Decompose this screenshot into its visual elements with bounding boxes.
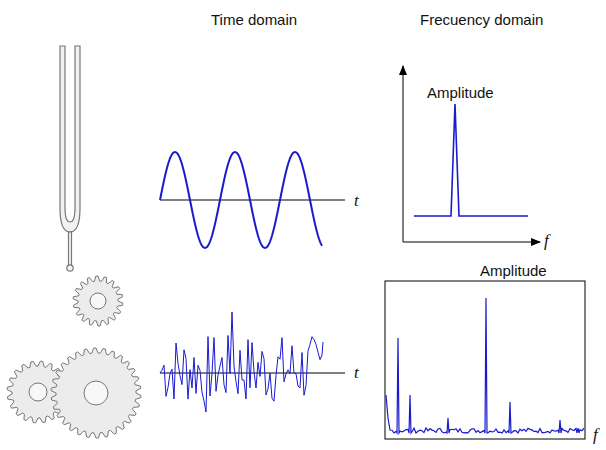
gears [7, 276, 141, 438]
gear [73, 276, 123, 326]
gear-hub [84, 381, 108, 405]
gear [51, 348, 141, 438]
axis-label: Frecuency domain [420, 11, 543, 29]
axis-variable: t [354, 364, 359, 382]
axis-label: Amplitude [480, 262, 547, 280]
axis-variable: f [593, 426, 598, 444]
gear-hub [29, 383, 47, 401]
single-peak-spectrum [414, 104, 528, 216]
axis-label: Time domain [211, 11, 297, 29]
multi-peak-spectrum [386, 298, 584, 433]
noise-signal [160, 312, 323, 412]
sine-wave [160, 152, 322, 248]
axis-variable: t [354, 192, 359, 210]
tuning-fork [60, 46, 80, 271]
time-axis [160, 200, 345, 201]
time-axis [160, 373, 345, 374]
frequency-axis [403, 242, 540, 243]
spectrum-frame [385, 281, 585, 439]
axis-variable: f [544, 232, 549, 250]
gear-hub [90, 293, 106, 309]
axis-label: Amplitude [427, 84, 494, 102]
amplitude-axis [403, 66, 404, 242]
